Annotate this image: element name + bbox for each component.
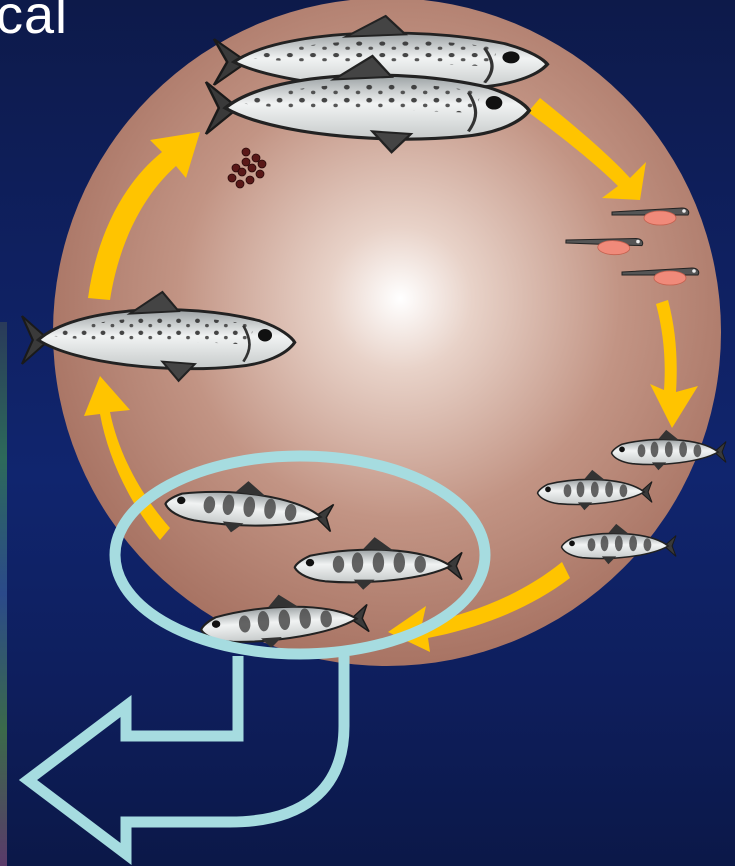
exit-arrow-icon [28,656,344,854]
